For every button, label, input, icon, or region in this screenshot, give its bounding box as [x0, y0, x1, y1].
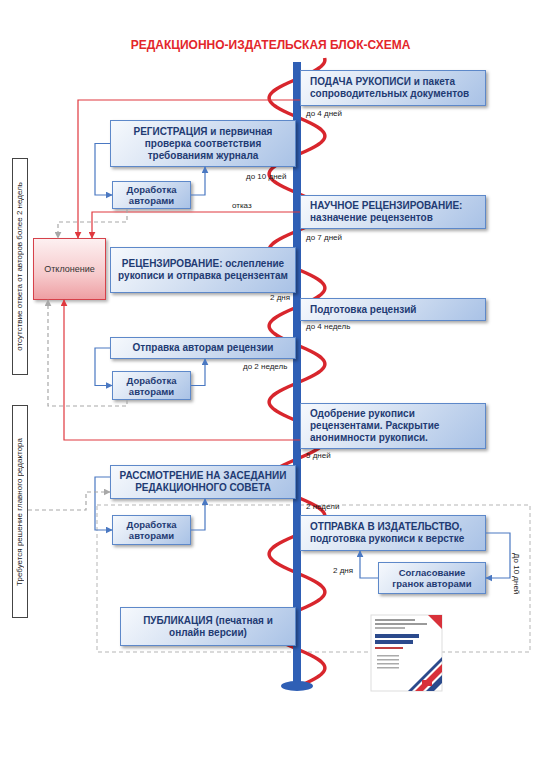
connector — [78, 100, 300, 238]
note-box: Требуется решение главного редактора — [12, 405, 28, 618]
connector — [360, 551, 378, 578]
duration-label: до 7 дней — [306, 233, 342, 242]
connector — [95, 348, 112, 386]
note-box: отсутствие ответа от авторов более 2 нед… — [12, 158, 28, 375]
box-text: НАУЧНОЕ РЕЦЕНЗИРОВАНИЕ: назначение рецен… — [310, 200, 479, 224]
edge-label: 2 дня — [333, 566, 353, 575]
process-box: Согласование гранок авторами — [378, 562, 486, 594]
duration-label: до 2 недель — [243, 362, 287, 371]
process-box: ОТПРАВКА В ИЗДАТЕЛЬСТВО, подготовка руко… — [300, 515, 486, 551]
cover-title — [375, 640, 413, 644]
connector — [58, 209, 127, 238]
diagram-title: РЕДАКЦИОННО-ИЗДАТЕЛЬСКАЯ БЛОК-СХЕМА — [0, 38, 541, 52]
box-text: Отклонение — [44, 264, 95, 274]
connector — [191, 359, 205, 386]
edge-label: отказ — [232, 201, 252, 210]
process-box: НАУЧНОЕ РЕЦЕНЗИРОВАНИЕ: назначение рецен… — [300, 195, 486, 229]
axis-base — [281, 681, 313, 691]
cover-line — [375, 619, 415, 621]
journal-cover — [371, 615, 442, 691]
process-box: ПОДАЧА РУКОПИСИ и пакета сопроводительны… — [300, 70, 486, 106]
duration-label: 2 дня — [270, 293, 290, 302]
duration-label: до 4 дней — [306, 109, 342, 118]
process-box: РЕГИСТРАЦИЯ и первичная проверка соответ… — [110, 120, 296, 167]
process-box: РЕЦЕНЗИРОВАНИЕ: ослепление рукописи и от… — [110, 247, 296, 293]
box-text: Отправка авторам рецензии — [133, 342, 274, 354]
cover-line — [375, 647, 403, 649]
box-text: Доработка авторами — [116, 375, 187, 397]
box-text: Подготовка рецензий — [310, 304, 416, 316]
reject-box: Отклонение — [33, 238, 106, 300]
box-text: ОТПРАВКА В ИЗДАТЕЛЬСТВО, подготовка руко… — [310, 521, 479, 545]
cover-stripe — [408, 657, 442, 691]
cover-line — [375, 623, 427, 625]
connector — [92, 212, 300, 238]
process-box: Доработка авторами — [112, 181, 191, 209]
connector — [48, 300, 127, 406]
cover-badge — [422, 680, 432, 686]
edge-label: До 10 дней — [512, 553, 521, 594]
cover-title — [375, 634, 419, 638]
process-box: Доработка авторами — [112, 515, 191, 545]
process-box: РАССМОТРЕНИЕ НА ЗАСЕДАНИИ РЕДАКЦИОННОГО … — [110, 465, 296, 499]
box-text: отсутствие ответа от авторов более 2 нед… — [15, 182, 25, 351]
connector — [95, 144, 112, 196]
box-text: РАССМОТРЕНИЕ НА ЗАСЕДАНИИ РЕДАКЦИОННОГО … — [117, 470, 289, 494]
box-text: Доработка авторами — [116, 184, 187, 206]
connector — [191, 167, 205, 195]
process-box: Отправка авторам рецензии — [110, 337, 296, 359]
box-text: РЕГИСТРАЦИЯ и первичная проверка соответ… — [117, 126, 289, 162]
cover-stripe — [415, 664, 442, 691]
cover-line — [377, 663, 399, 665]
process-box: Одобрение рукописи рецензентами. Раскрыт… — [300, 403, 486, 449]
connector — [191, 499, 205, 530]
cover-line — [377, 655, 399, 657]
publishing-frame — [97, 505, 530, 652]
box-text: Одобрение рукописи рецензентами. Раскрыт… — [310, 408, 479, 444]
box-text: Требуется решение главного редактора — [15, 438, 25, 586]
box-text: Доработка авторами — [116, 519, 187, 541]
cover-line — [375, 627, 405, 629]
duration-label: 2 недели — [306, 502, 339, 511]
connector — [64, 300, 300, 440]
process-box: ПУБЛИКАЦИЯ (печатная и онлайн версии) — [120, 607, 296, 646]
cover-sheet — [371, 615, 442, 691]
duration-label: до 4 недель — [306, 322, 350, 331]
connector — [28, 492, 110, 510]
process-box: Подготовка рецензий — [300, 298, 486, 321]
cover-line — [377, 659, 399, 661]
duration-label: до 10 дней — [246, 172, 286, 181]
process-box: Доработка авторами — [112, 371, 191, 400]
box-text: Согласование гранок авторами — [382, 567, 482, 589]
box-text: ПОДАЧА РУКОПИСИ и пакета сопроводительны… — [310, 76, 479, 100]
connector — [95, 477, 112, 530]
box-text: ПУБЛИКАЦИЯ (печатная и онлайн версии) — [127, 615, 289, 639]
duration-label: 5 дней — [306, 451, 331, 460]
cover-line — [377, 667, 399, 669]
connector — [486, 533, 510, 578]
box-text: РЕЦЕНЗИРОВАНИЕ: ослепление рукописи и от… — [117, 258, 289, 282]
cover-corner — [428, 615, 442, 629]
